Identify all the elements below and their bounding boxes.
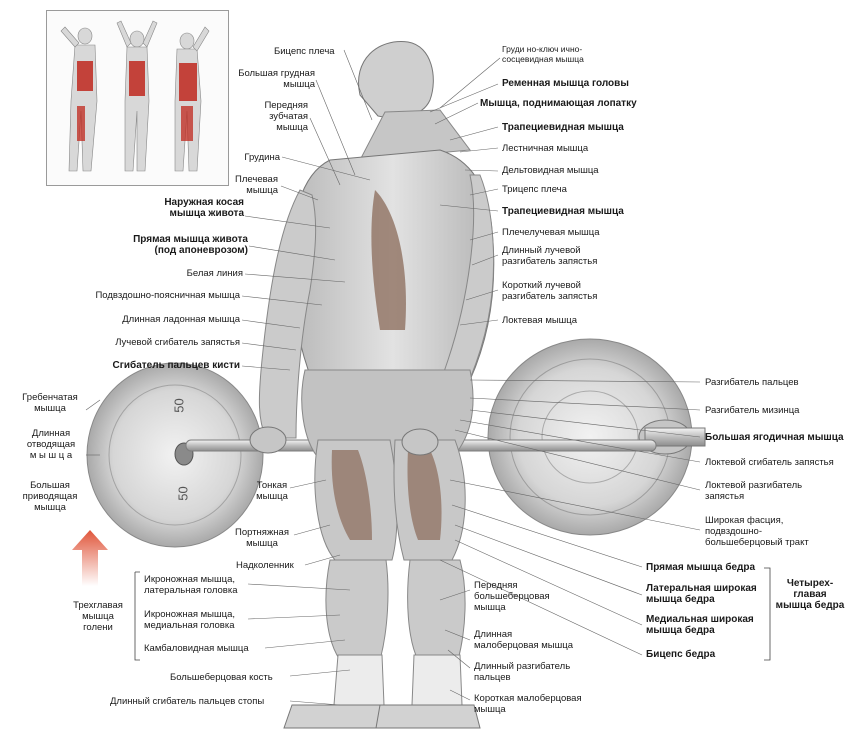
label-tibia: Большеберцовая кость xyxy=(170,672,273,683)
label-soleus: Камбаловидная мышца xyxy=(144,643,249,654)
body-figure xyxy=(250,42,494,728)
label-biceps-femoris: Бицепс бедра xyxy=(646,649,715,660)
label-trapezius-2: Трапециевидная мышца xyxy=(502,206,624,217)
label-flexor-hallucis: Длинный сгибатель пальцев стопы xyxy=(110,696,264,707)
label-biceps: Бицепс плеча xyxy=(274,46,335,57)
plate-marking-bottom: 50 xyxy=(178,486,189,500)
label-flexor-carpi-radialis: Лучевой сгибатель запястья xyxy=(90,337,240,348)
label-flexor-digitorum: Сгибатель пальцев кисти xyxy=(90,360,240,371)
label-trapezius-1: Трапециевидная мышца xyxy=(502,122,624,133)
label-flexor-carpi-ulnaris: Локтевой сгибатель запястья xyxy=(705,457,834,468)
label-palmaris-longus: Длинная ладонная мышца xyxy=(90,314,240,325)
label-scalene: Лестничная мышца xyxy=(502,143,588,154)
label-extensor-digiti-minimi: Разгибатель мизинца xyxy=(705,405,799,416)
left-weight-plate xyxy=(87,363,263,547)
label-linea-alba: Белая линия xyxy=(160,268,243,279)
label-extensor-digitorum: Разгибатель пальцев xyxy=(705,377,799,388)
right-weight-plate xyxy=(488,339,705,535)
label-patella: Надколенник xyxy=(236,560,294,571)
label-iliopsoas: Подвздошно-поясничная мышца xyxy=(70,290,240,301)
label-splenius: Ременная мышца головы xyxy=(502,78,629,89)
label-levator-scapulae: Мышца, поднимающая лопатку xyxy=(480,98,637,109)
inset-figures-icon xyxy=(47,11,228,185)
inset-panel xyxy=(46,10,229,186)
label-brachioradialis: Плечелучевая мышца xyxy=(502,227,600,238)
label-gastrocnemius-medial: Икроножная мышца,медиальная головка xyxy=(144,609,235,631)
label-rectus-abdominis: Прямая мышца живота(под апоневрозом) xyxy=(110,234,248,256)
label-gluteus-maximus: Большая ягодичная мышца xyxy=(705,432,844,443)
up-arrow-icon xyxy=(72,530,108,586)
label-gastrocnemius-lateral: Икроножная мышца,латеральная головка xyxy=(144,574,237,596)
label-sternocleidomastoid: Груди но-ключ ично-сосцевидная мышца xyxy=(502,44,584,64)
label-rectus-femoris: Прямая мышца бедра xyxy=(646,562,755,573)
label-deltoid: Дельтовидная мышца xyxy=(502,165,599,176)
label-sternum: Грудина xyxy=(220,152,280,163)
label-iliotibial-tract: Широкая фасция,подвздошно-большеберцовый… xyxy=(705,515,809,548)
label-triceps: Трицепс плеча xyxy=(502,184,567,195)
plate-marking-top: 50 xyxy=(174,398,185,412)
label-anconeus: Локтевая мышца xyxy=(502,315,577,326)
